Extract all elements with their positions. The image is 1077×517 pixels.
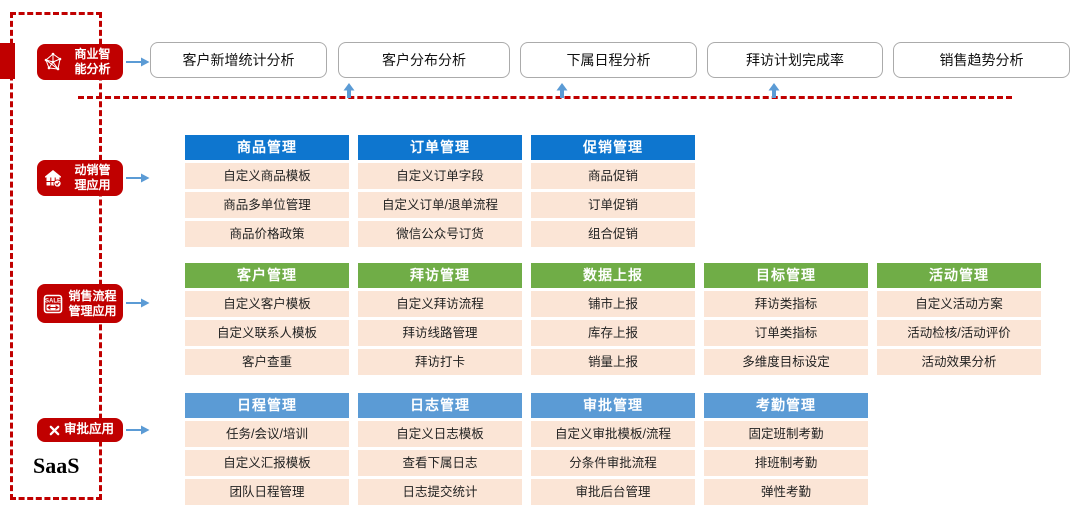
- analysis-box-label: 客户分布分析: [382, 52, 466, 68]
- feature-cell: 商品价格政策: [185, 221, 349, 247]
- feature-column: 促销管理 商品促销 订单促销 组合促销: [531, 135, 695, 247]
- saas-dashed-frame: [10, 12, 102, 500]
- feature-cell: 审批后台管理: [531, 479, 695, 505]
- feature-cell: 组合促销: [531, 221, 695, 247]
- category-header: 客户管理: [185, 263, 349, 288]
- category-header: 促销管理: [531, 135, 695, 160]
- feature-cell: 团队日程管理: [185, 479, 349, 505]
- analysis-box: 销售趋势分析: [893, 42, 1070, 78]
- feature-cell: 商品促销: [531, 163, 695, 189]
- up-arrow-icon: [343, 83, 355, 98]
- saas-label: SaaS: [33, 453, 80, 478]
- feature-cell: 订单类指标: [704, 320, 868, 346]
- analysis-box-label: 下属日程分析: [566, 52, 651, 68]
- feature-cell: 铺市上报: [531, 291, 695, 317]
- feature-cell: 微信公众号订货: [358, 221, 522, 247]
- feature-column: 日志管理 自定义日志模板 查看下属日志 日志提交统计: [358, 393, 522, 505]
- feature-cell: 商品多单位管理: [185, 192, 349, 218]
- feature-column: 商品管理 自定义商品模板 商品多单位管理 商品价格政策: [185, 135, 349, 247]
- feature-cell: 固定班制考勤: [704, 421, 868, 447]
- analysis-box: 下属日程分析: [520, 42, 697, 78]
- module-label-text: 审批应用: [63, 422, 114, 437]
- feature-column: 客户管理 自定义客户模板 自定义联系人模板 客户查重: [185, 263, 349, 375]
- module-label-text: 销售流程管理应用: [68, 288, 117, 318]
- category-header: 审批管理: [531, 393, 695, 418]
- category-header: 日程管理: [185, 393, 349, 418]
- feature-cell: 自定义审批模板/流程: [531, 421, 695, 447]
- feature-cell: 自定义活动方案: [877, 291, 1041, 317]
- right-arrow-icon: [126, 425, 150, 435]
- feature-cell: 拜访类指标: [704, 291, 868, 317]
- right-arrow-icon: [126, 298, 150, 308]
- feature-cell: 自定义订单字段: [358, 163, 522, 189]
- feature-cell: 自定义订单/退单流程: [358, 192, 522, 218]
- feature-cell: 自定义汇报模板: [185, 450, 349, 476]
- feature-column: 拜访管理 自定义拜访流程 拜访线路管理 拜访打卡: [358, 263, 522, 375]
- analysis-box-label: 拜访计划完成率: [746, 52, 844, 68]
- feature-cell: 拜访线路管理: [358, 320, 522, 346]
- module-label-text: 商业智能分析: [74, 47, 111, 76]
- module-label-business-intelligence: 商业智能分析: [37, 44, 123, 80]
- up-arrow-icon: [768, 83, 780, 98]
- svg-text:SALE: SALE: [45, 298, 61, 304]
- feature-cell: 分条件审批流程: [531, 450, 695, 476]
- feature-cell: 自定义拜访流程: [358, 291, 522, 317]
- analysis-box: 客户分布分析: [338, 42, 510, 78]
- feature-cell: 拜访打卡: [358, 349, 522, 375]
- category-header: 日志管理: [358, 393, 522, 418]
- tools-icon: [49, 425, 60, 435]
- right-arrow-icon: [126, 57, 150, 67]
- category-header: 目标管理: [704, 263, 868, 288]
- feature-cell: 客户查重: [185, 349, 349, 375]
- feature-cell: 自定义客户模板: [185, 291, 349, 317]
- feature-cell: 查看下属日志: [358, 450, 522, 476]
- module-label-sales-movement: 动销管理应用: [37, 160, 123, 196]
- category-header: 考勤管理: [704, 393, 868, 418]
- feature-cell: 自定义日志模板: [358, 421, 522, 447]
- feature-column: 活动管理 自定义活动方案 活动检核/活动评价 活动效果分析: [877, 263, 1041, 375]
- feature-cell: 日志提交统计: [358, 479, 522, 505]
- module-label-sales-process: SALE 销售流程管理应用: [37, 284, 123, 323]
- analysis-box: 拜访计划完成率: [707, 42, 883, 78]
- category-header: 商品管理: [185, 135, 349, 160]
- left-edge-red-block: [0, 43, 15, 79]
- category-header: 订单管理: [358, 135, 522, 160]
- feature-cell: 任务/会议/培训: [185, 421, 349, 447]
- right-arrow-icon: [126, 173, 150, 183]
- category-header: 活动管理: [877, 263, 1041, 288]
- store-icon: [45, 170, 62, 188]
- feature-cell: 库存上报: [531, 320, 695, 346]
- feature-cell: 弹性考勤: [704, 479, 868, 505]
- module-label-text: 动销管理应用: [74, 163, 111, 192]
- bi-dashed-separator-line: [78, 96, 1012, 99]
- feature-cell: 活动检核/活动评价: [877, 320, 1041, 346]
- feature-cell: 活动效果分析: [877, 349, 1041, 375]
- feature-cell: 多维度目标设定: [704, 349, 868, 375]
- module-label-approval: 审批应用: [37, 418, 123, 442]
- feature-column: 考勤管理 固定班制考勤 排班制考勤 弹性考勤: [704, 393, 868, 505]
- feature-cell: 销量上报: [531, 349, 695, 375]
- feature-column: 数据上报 铺市上报 库存上报 销量上报: [531, 263, 695, 375]
- feature-column: 订单管理 自定义订单字段 自定义订单/退单流程 微信公众号订货: [358, 135, 522, 247]
- feature-cell: 自定义商品模板: [185, 163, 349, 189]
- sale-sliders-icon: SALE: [43, 294, 63, 313]
- category-header: 数据上报: [531, 263, 695, 288]
- feature-cell: 排班制考勤: [704, 450, 868, 476]
- bi-network-icon: [44, 52, 62, 71]
- feature-column: 日程管理 任务/会议/培训 自定义汇报模板 团队日程管理: [185, 393, 349, 505]
- feature-column: 目标管理 拜访类指标 订单类指标 多维度目标设定: [704, 263, 868, 375]
- up-arrow-icon: [556, 83, 568, 98]
- feature-column: 审批管理 自定义审批模板/流程 分条件审批流程 审批后台管理: [531, 393, 695, 505]
- feature-cell: 订单促销: [531, 192, 695, 218]
- analysis-box-label: 销售趋势分析: [939, 52, 1024, 68]
- feature-cell: 自定义联系人模板: [185, 320, 349, 346]
- analysis-box-label: 客户新增统计分析: [182, 52, 295, 68]
- analysis-box: 客户新增统计分析: [150, 42, 327, 78]
- category-header: 拜访管理: [358, 263, 522, 288]
